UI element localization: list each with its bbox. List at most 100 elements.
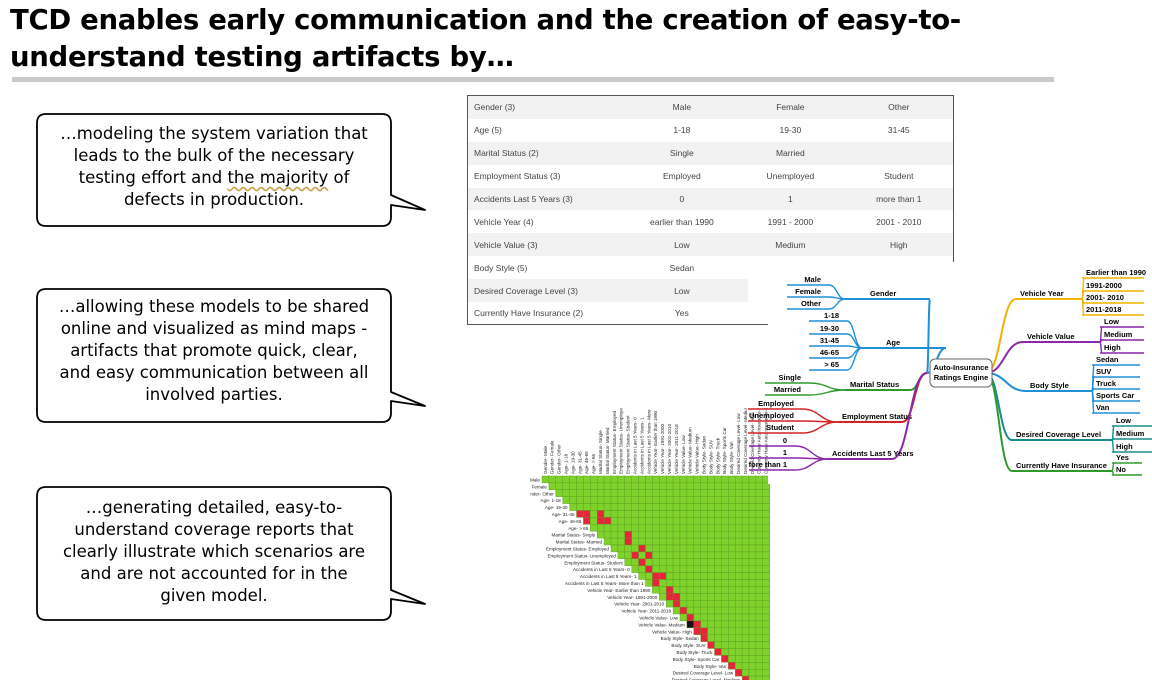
mindmap-branch-label: Currently Have Insurance <box>1016 461 1107 470</box>
matrix-cell <box>721 530 729 539</box>
attribute-value-cell: Yes <box>674 308 689 319</box>
matrix-cell <box>679 572 688 580</box>
matrix-cell <box>603 517 612 525</box>
matrix-cell <box>748 662 757 670</box>
matrix-column-label: Body Style- Truck <box>715 437 720 474</box>
mindmap-leaf-label: 19-30 <box>820 324 839 333</box>
matrix-cell <box>714 593 722 601</box>
matrix-cell <box>762 599 770 608</box>
title-line-1: TCD enables early communication and the … <box>10 4 961 36</box>
matrix-cell <box>631 517 639 525</box>
matrix-cell <box>734 662 743 670</box>
matrix-cell <box>728 579 736 587</box>
matrix-cell <box>748 537 757 546</box>
mindmap-branch-label: Desired Coverage Level <box>1016 430 1101 439</box>
matrix-cell <box>693 510 701 518</box>
matrix-cell <box>741 510 750 518</box>
mindmap-leaf-label: Married <box>774 385 802 394</box>
matrix-column-label: Vehicle Value- High <box>695 434 700 474</box>
matrix-cell <box>707 524 715 532</box>
matrix-cell <box>583 510 591 518</box>
matrix-cell <box>721 551 729 559</box>
matrix-cell <box>728 620 736 628</box>
matrix-cell <box>659 524 667 532</box>
matrix-cell <box>700 620 708 628</box>
matrix-cell <box>755 606 763 615</box>
matrix-cell <box>755 510 763 518</box>
slide-title: TCD enables early communication and the … <box>10 2 1070 76</box>
matrix-cell <box>707 496 715 504</box>
matrix-cell <box>748 675 757 680</box>
matrix-cell <box>714 524 722 532</box>
matrix-column-label: Vehicle Year- 2001-2010 <box>667 423 672 474</box>
matrix-cell <box>721 558 729 566</box>
matrix-cell <box>645 475 653 484</box>
matrix-cell <box>645 496 653 504</box>
matrix-column-label: Age- 31-45 <box>577 451 582 474</box>
matrix-row-label: Desired Coverage Level- Medium <box>672 678 741 680</box>
matrix-cell <box>610 475 619 484</box>
matrix-cell <box>721 572 729 580</box>
matrix-cell <box>679 606 688 615</box>
matrix-cell <box>734 579 743 587</box>
mindmap-connector <box>1111 438 1115 441</box>
matrix-cell <box>672 606 681 615</box>
matrix-cell <box>686 524 694 532</box>
mindmap-connector <box>1091 364 1095 392</box>
matrix-cell <box>569 503 577 511</box>
matrix-cell <box>762 586 770 594</box>
matrix-cell <box>734 641 743 649</box>
matrix-cell <box>686 537 694 546</box>
matrix-cell <box>610 503 619 511</box>
matrix-cell <box>762 482 770 491</box>
attribute-value-cell: 19-30 <box>779 125 802 136</box>
matrix-cell <box>659 517 667 525</box>
matrix-cell <box>686 558 694 566</box>
matrix-cell <box>734 510 743 518</box>
matrix-cell <box>741 593 750 601</box>
matrix-cell <box>734 496 743 504</box>
matrix-column-label: Desired Coverage Level- Medium <box>743 408 748 474</box>
matrix-cell <box>576 475 584 484</box>
matrix-cell <box>707 530 715 539</box>
matrix-cell <box>714 551 722 559</box>
matrix-cell <box>700 475 708 484</box>
attribute-value-cell: earlier than 1990 <box>649 216 714 227</box>
matrix-column-label: Marital Status- Single <box>598 430 603 474</box>
matrix-cell <box>721 613 729 622</box>
mindmap-connector <box>1081 277 1085 300</box>
matrix-cell <box>679 579 688 587</box>
matrix-cell <box>617 537 626 546</box>
matrix-cell <box>638 551 646 559</box>
matrix-cell <box>631 551 639 559</box>
matrix-cell <box>548 475 556 484</box>
matrix-cell <box>741 482 750 491</box>
matrix-cell <box>693 620 701 628</box>
matrix-cell <box>755 537 763 546</box>
matrix-cell <box>762 503 770 511</box>
matrix-row-label: Gender- Female <box>530 484 547 489</box>
matrix-cell <box>728 565 736 573</box>
attribute-name-cell: Vehicle Year (4) <box>474 216 534 227</box>
attribute-value-cell <box>844 141 953 165</box>
matrix-cell <box>665 565 674 573</box>
matrix-cell <box>728 655 736 663</box>
matrix-cell <box>631 558 639 566</box>
matrix-cell <box>610 544 619 553</box>
matrix-cell <box>652 565 660 573</box>
matrix-cell <box>755 524 763 532</box>
matrix-row-label: Body Style- SUV <box>671 643 706 648</box>
attribute-value-cell: 1991 - 2000 <box>767 216 814 227</box>
matrix-cell <box>693 475 701 484</box>
matrix-row-label: Accidents in Last 5 Years- 0 <box>573 567 630 572</box>
matrix-cell <box>748 648 757 656</box>
matrix-cell <box>624 510 632 518</box>
matrix-cell <box>741 669 750 677</box>
mindmap-connector <box>801 421 839 434</box>
matrix-cell <box>672 572 681 580</box>
mindmap-branch-label: Vehicle Year <box>1020 289 1064 298</box>
matrix-cell <box>748 579 757 587</box>
